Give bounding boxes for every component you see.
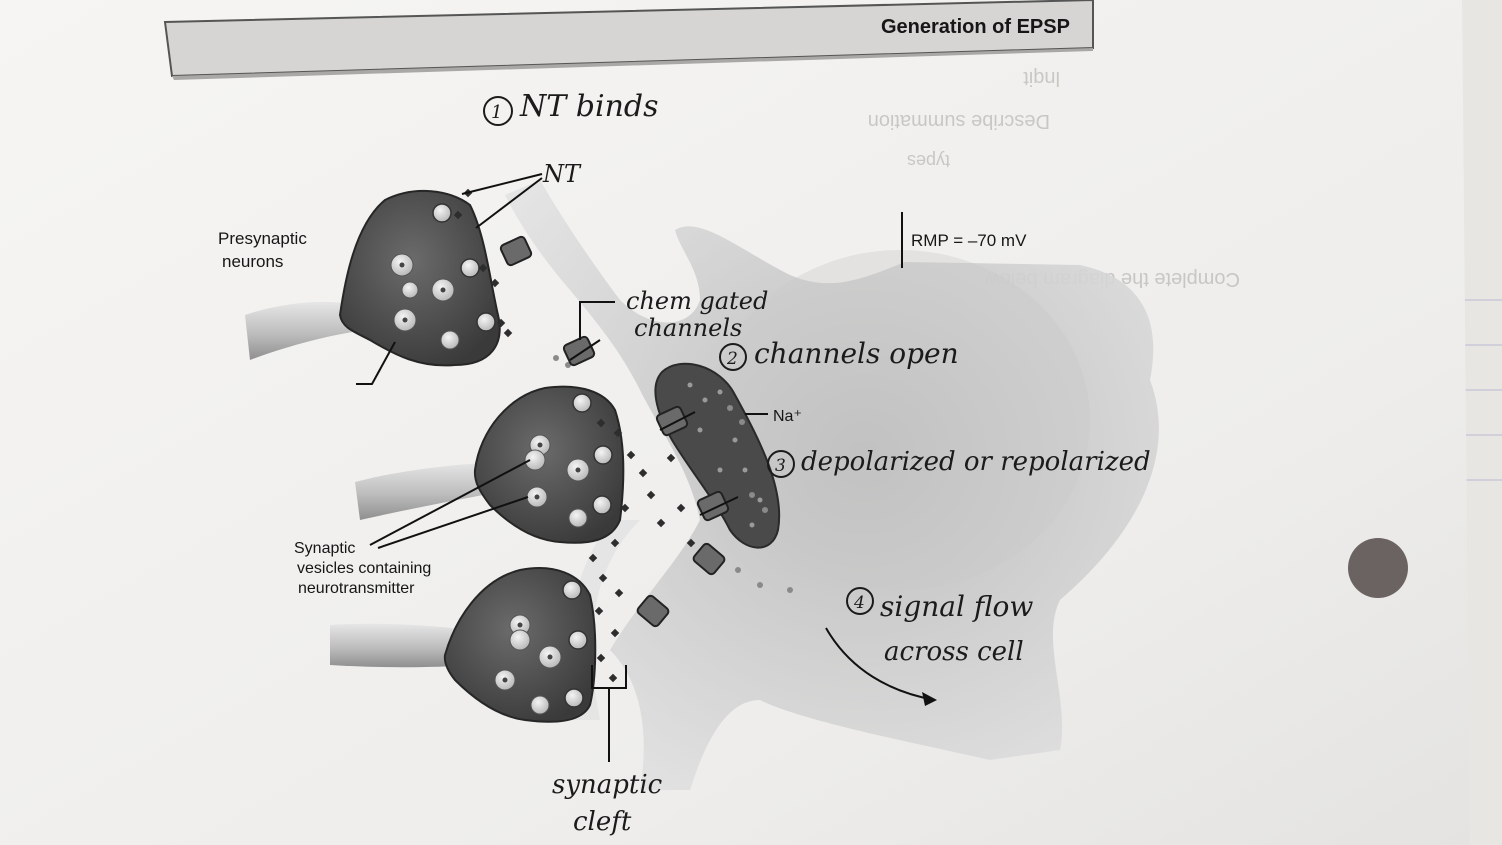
presynaptic-terminal-middle (473, 385, 625, 544)
svg-text:neurotransmitter: neurotransmitter (298, 580, 415, 597)
svg-text:RMP = –70 mV: RMP = –70 mV (911, 231, 1027, 250)
vesicles-leader-lines (369, 459, 531, 549)
step4-annotation: 4 signal flow across cell (846, 587, 1033, 667)
postsynaptic-neuron (505, 180, 1159, 790)
signal-flow-arrow (825, 627, 937, 706)
svg-text:depolarized or repolarized: depolarized or repolarized (801, 447, 1151, 477)
step1-annotation: 1 NT binds (483, 89, 659, 126)
svg-text:Presynaptic: Presynaptic (218, 229, 307, 248)
svg-text:Describe summation: Describe summation (868, 110, 1050, 132)
presynaptic-terminal-top (338, 189, 501, 367)
svg-text:Na⁺: Na⁺ (773, 408, 802, 425)
underlying-sheet-lines (1465, 299, 1502, 481)
svg-text:1: 1 (491, 102, 502, 123)
presynaptic-axons (245, 302, 500, 668)
svg-text:neurons: neurons (222, 252, 283, 271)
svg-text:cleft: cleft (573, 807, 632, 837)
rmp-label: RMP = –70 mV (901, 212, 1027, 268)
step2-annotation: 2 channels open (719, 337, 959, 371)
sodium-label: Na⁺ (745, 408, 802, 425)
hole-punch (1348, 538, 1408, 598)
nt-annotation: NT (461, 160, 582, 229)
synaptic-vesicles (390, 253, 590, 715)
synaptic-cleft-annotation: synaptic cleft (552, 665, 663, 837)
sodium-ions (553, 355, 793, 593)
svg-text:2: 2 (726, 349, 738, 369)
presynaptic-label: Presynaptic neurons (218, 229, 307, 271)
svg-text:NT: NT (542, 160, 582, 188)
vesicles-label: Synaptic vesicles containing neurotransm… (294, 540, 431, 597)
svg-text:channels open: channels open (754, 337, 959, 370)
svg-text:types: types (907, 151, 950, 171)
vesicle-cores (399, 262, 581, 683)
chem-gated-annotation: chem gated channels (579, 287, 768, 342)
fusing-vesicles (432, 203, 613, 708)
svg-text:lnqit: lnqit (1023, 67, 1060, 89)
svg-text:chem gated: chem gated (626, 287, 768, 315)
svg-text:Synaptic: Synaptic (294, 540, 355, 557)
svg-text:vesicles containing: vesicles containing (297, 560, 431, 577)
presynaptic-leader-line (356, 341, 396, 385)
svg-text:4: 4 (853, 593, 865, 613)
channel-arrows (569, 339, 739, 516)
svg-text:across cell: across cell (884, 637, 1024, 667)
svg-text:channels: channels (634, 314, 742, 342)
chemically-gated-channels (499, 235, 730, 628)
page-title: Generation of EPSP (881, 16, 1070, 38)
svg-text:3: 3 (775, 456, 786, 476)
svg-text:NT binds: NT binds (519, 89, 659, 124)
postsynaptic-spine (654, 362, 781, 549)
svg-text:synaptic: synaptic (552, 770, 663, 800)
header-banner (163, 0, 1094, 80)
step3-annotation: 3 depolarized or repolarized (767, 447, 1151, 478)
svg-text:signal flow: signal flow (880, 590, 1033, 623)
